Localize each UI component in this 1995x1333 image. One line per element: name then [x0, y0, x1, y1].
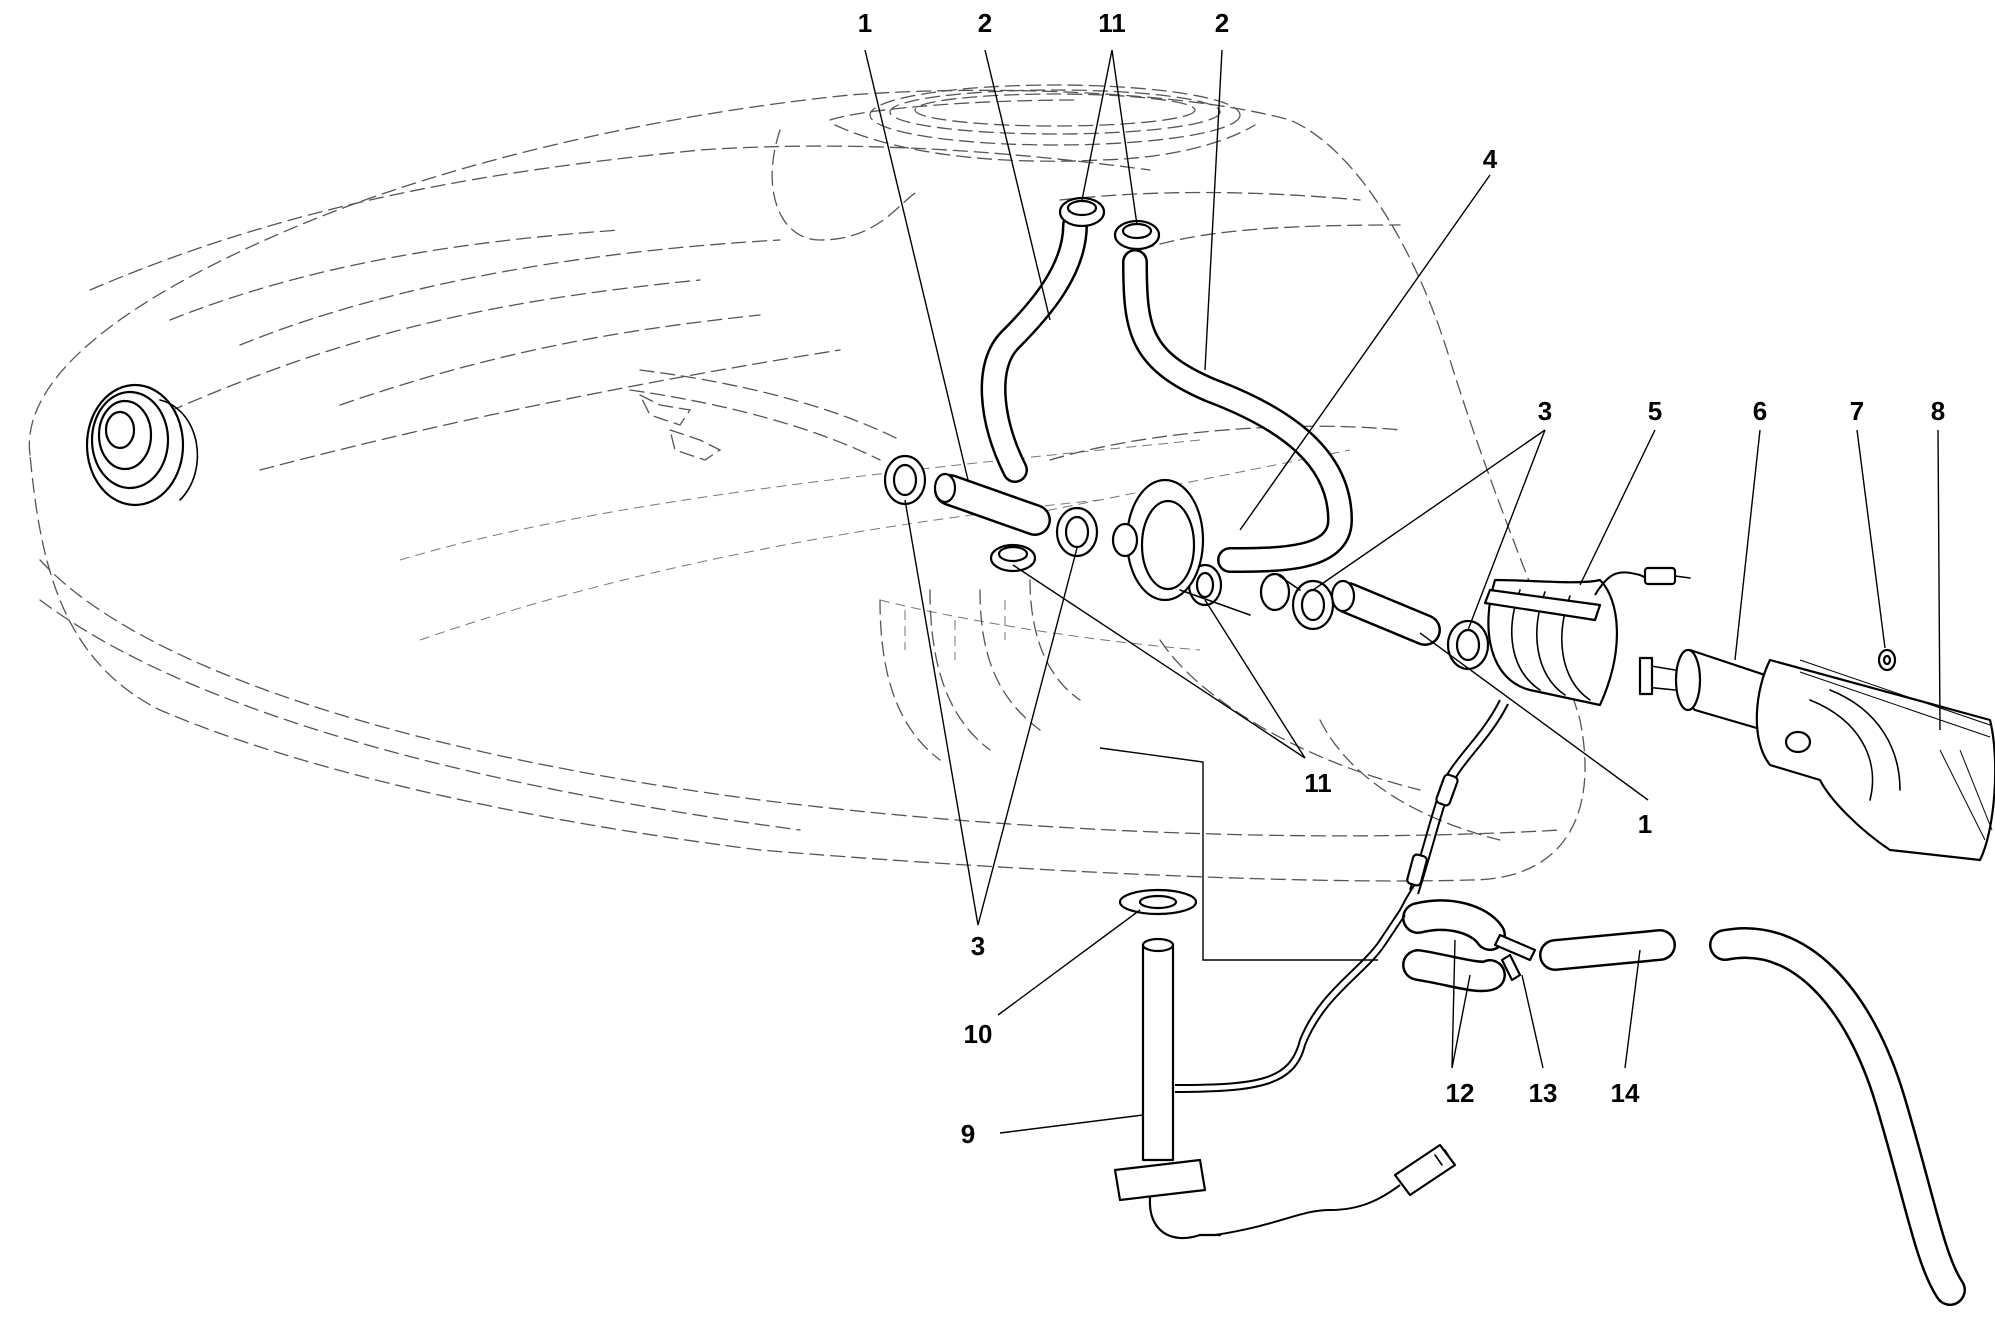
tank-flange-fitting [1111, 478, 1301, 616]
callout-13: 13 [1529, 1078, 1558, 1108]
callout-12: 12 [1446, 1078, 1475, 1108]
fuel-tank-outline [28, 84, 1586, 882]
hose-clamp-11 [989, 196, 1223, 607]
hose-2-right [1122, 249, 1353, 573]
pump-wiring [1406, 699, 1509, 895]
callout-9: 9 [961, 1119, 975, 1149]
pump-rubber-boot [1483, 566, 1691, 707]
hose-connectors-12 [1402, 899, 1506, 993]
callout-8: 8 [1931, 396, 1945, 426]
callout-2-left: 2 [978, 8, 992, 38]
fuel-return-hose-14 [1539, 927, 1966, 1306]
callout-leaders [864, 49, 1941, 1134]
callout-4: 4 [1483, 144, 1498, 174]
t-connector-13 [1493, 933, 1537, 982]
callout-3-bottom: 3 [971, 931, 985, 961]
filler-cap [85, 383, 199, 507]
hose-1-right [1330, 579, 1441, 646]
callout-2-right: 2 [1215, 8, 1229, 38]
callout-7: 7 [1850, 396, 1864, 426]
callout-labels: 1 2 11 2 4 3 5 6 7 8 11 1 3 10 12 13 14 … [858, 8, 1945, 1149]
hose-1-left [933, 472, 1051, 536]
hose-clamp-3 [883, 454, 1490, 671]
callout-14: 14 [1611, 1078, 1640, 1108]
callout-1-right: 1 [1638, 809, 1652, 839]
callout-6: 6 [1753, 396, 1767, 426]
callout-3-right: 3 [1538, 396, 1552, 426]
callout-11-top: 11 [1098, 8, 1126, 38]
callout-11-bottom: 11 [1304, 768, 1332, 798]
callout-5: 5 [1648, 396, 1662, 426]
gasket-10 [1118, 888, 1198, 916]
fuel-filter-sock [1755, 658, 1995, 862]
fuel-level-sender-9 [1113, 869, 1457, 1240]
callout-1-top: 1 [858, 8, 872, 38]
hose-2-left [980, 212, 1088, 483]
filter-clip [1877, 648, 1897, 672]
callout-10: 10 [964, 1019, 993, 1049]
